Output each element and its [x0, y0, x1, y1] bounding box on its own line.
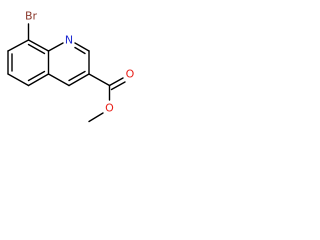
bond-c5-c4a [27, 73, 50, 87]
bond-n1-c2 [74, 42, 90, 52]
atom-nitrogen-label: N [65, 34, 73, 47]
bond-c3-c4 [68, 73, 90, 87]
bond-c8-c7 [7, 39, 30, 52]
chemical-structure: Br N O O [7, 10, 135, 123]
bond-n1-c2-inner [74, 46, 86, 55]
bond-c8a-c8 [27, 39, 50, 52]
bond-c5-c4a-inner [27, 70, 46, 82]
bond-c8a-n1 [47, 42, 64, 52]
benzene-ring [7, 39, 50, 87]
atom-carbonyl-oxygen-label: O [126, 68, 135, 81]
pyridine-ring [47, 42, 90, 87]
bond-ester-o-methyl [88, 112, 104, 123]
bond-carbonyl-o [108, 77, 124, 87]
bond-c6-c5 [7, 73, 30, 87]
bond-c3-c4-inner [68, 70, 86, 82]
atom-bromine-label: Br [25, 10, 38, 23]
bond-c8a-c8-inner [27, 43, 46, 55]
bond-c4-c4a [47, 73, 70, 87]
methyl-ester-group [88, 73, 126, 123]
bond-c3-carbonyl [88, 73, 111, 87]
atom-ester-oxygen-label: O [105, 102, 114, 115]
bond-carbonyl-o-second [110, 81, 126, 91]
